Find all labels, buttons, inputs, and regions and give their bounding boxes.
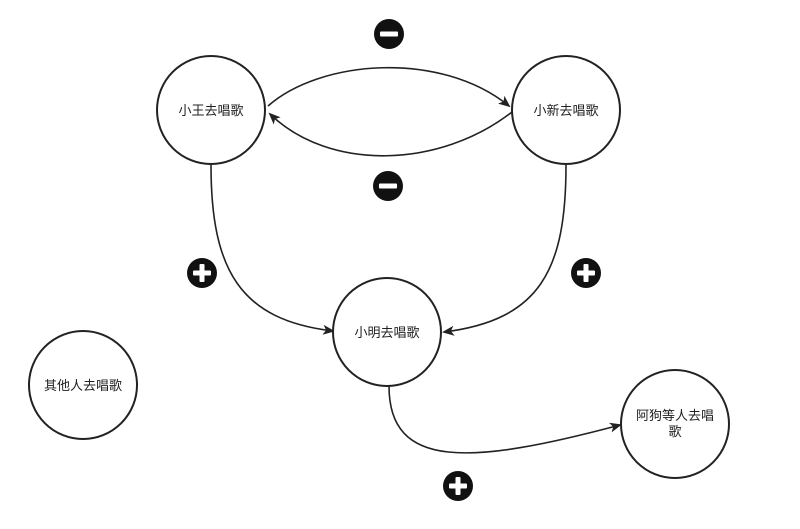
- node-xin-label: 小新去唱歌: [533, 103, 598, 119]
- node-agou-label-line1: 阿狗等人去唱: [636, 408, 714, 424]
- edge-xin-to-ming[interactable]: [442, 164, 567, 336]
- node-wang[interactable]: 小王去唱歌: [156, 55, 266, 165]
- node-agou-label-line2: 歌: [668, 425, 681, 440]
- plus-circle-icon: [443, 471, 473, 501]
- edge-wang-to-xin[interactable]: [267, 66, 511, 108]
- node-others[interactable]: 其他人去唱歌: [28, 330, 138, 440]
- plus-circle-icon: [187, 258, 217, 288]
- plus-circle-icon: [571, 258, 601, 288]
- edges: [210, 66, 622, 454]
- node-ming-label: 小明去唱歌: [354, 326, 419, 341]
- edge-ming-to-agou[interactable]: [388, 385, 622, 454]
- node-others-label: 其他人去唱歌: [44, 379, 122, 394]
- node-xin[interactable]: 小新去唱歌: [511, 55, 621, 165]
- minus-circle-icon: [373, 171, 403, 201]
- node-wang-label: 小王去唱歌: [178, 104, 243, 119]
- minus-circle-icon: [374, 19, 404, 49]
- node-agou[interactable]: 阿狗等人去唱 歌: [620, 369, 730, 479]
- node-ming[interactable]: 小明去唱歌: [332, 277, 442, 387]
- edge-xin-to-wang[interactable]: [268, 111, 513, 157]
- edge-wang-to-ming[interactable]: [210, 164, 335, 335]
